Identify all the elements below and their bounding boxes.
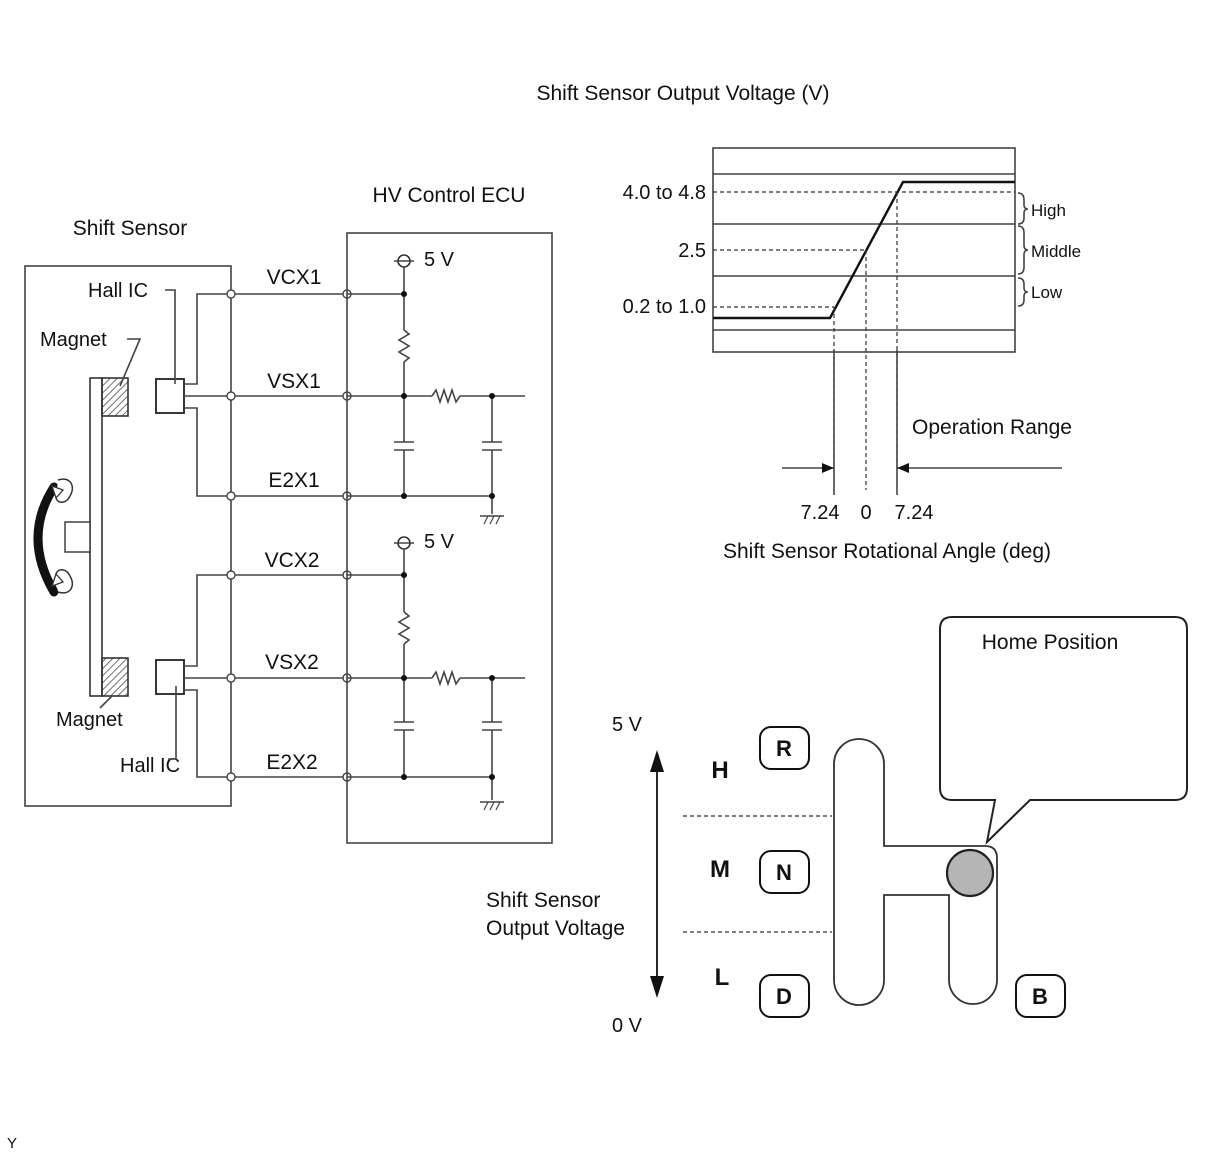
position-n-label: N <box>776 860 792 885</box>
xtick-right: 7.24 <box>895 502 934 524</box>
signal-vcx1: VCX1 <box>267 266 322 289</box>
position-b-label: B <box>1032 984 1048 1009</box>
output-voltage-graph: Shift Sensor Output Voltage (V) 4.0 to 4… <box>537 82 1082 563</box>
shift-gate-diagram: Home Position 5 V 0 V H M L Shift Sensor… <box>486 616 1188 1037</box>
signal-vcx2: VCX2 <box>265 549 320 572</box>
magnet-top-label: Magnet <box>40 329 107 351</box>
zone-m-label: M <box>710 856 730 883</box>
position-r-label: R <box>776 736 792 761</box>
band-brackets <box>1017 192 1029 307</box>
shift-sensor-box <box>24 265 232 807</box>
shift-gate <box>833 738 998 1006</box>
hall-ic-bottom-label: Hall IC <box>120 755 180 777</box>
zone-h-label: H <box>711 757 728 784</box>
voltage-bottom-label: 0 V <box>612 1015 643 1037</box>
supply-2-label: 5 V <box>424 531 455 553</box>
ecu-box <box>346 232 553 844</box>
zone-l-label: L <box>715 964 730 991</box>
shift-sensor-block: Shift Sensor Hall IC Magnet Magnet Hall … <box>24 217 232 807</box>
band-middle: Middle <box>1031 242 1081 261</box>
shift-sensor-title: Shift Sensor <box>73 217 187 240</box>
ytick-high: 4.0 to 4.8 <box>623 182 706 204</box>
position-n-badge: N <box>759 850 810 894</box>
rotation-icon <box>33 478 91 597</box>
home-position-label: Home Position <box>982 631 1119 654</box>
magnet-bottom-label: Magnet <box>56 709 123 731</box>
figure-code: Y <box>7 1135 17 1152</box>
signal-vsx1: VSX1 <box>267 370 321 393</box>
shift-lever-knob <box>945 848 995 898</box>
signal-vsx2: VSX2 <box>265 651 319 674</box>
connector-pins <box>226 289 352 782</box>
band-high: High <box>1031 201 1066 220</box>
axis-label-line2: Output Voltage <box>486 917 625 940</box>
axis-label-line1: Shift Sensor <box>486 889 600 912</box>
operation-range-label: Operation Range <box>912 416 1072 439</box>
hv-control-ecu: HV Control ECU 5 V <box>346 184 553 844</box>
signal-e2x2: E2X2 <box>266 751 317 774</box>
signal-e2x1: E2X1 <box>268 469 319 492</box>
ecu-channel-2: 5 V <box>347 531 525 811</box>
ytick-mid: 2.5 <box>678 240 706 262</box>
band-low: Low <box>1031 283 1063 302</box>
magnet-top <box>101 377 129 417</box>
ytick-low: 0.2 to 1.0 <box>623 296 706 318</box>
ecu-channel-1: 5 V <box>347 249 525 525</box>
xtick-center: 0 <box>860 502 871 524</box>
magnet-bottom <box>101 657 129 697</box>
position-b-badge: B <box>1015 974 1066 1018</box>
graph-title: Shift Sensor Output Voltage (V) <box>537 82 830 105</box>
hall-ic-bottom <box>155 659 185 695</box>
hall-ic-top <box>155 378 185 414</box>
ecu-title: HV Control ECU <box>373 184 526 207</box>
position-d-badge: D <box>759 974 810 1018</box>
graph-xlabel: Shift Sensor Rotational Angle (deg) <box>723 540 1051 563</box>
hall-ic-top-label: Hall IC <box>88 280 148 302</box>
position-r-badge: R <box>759 726 810 770</box>
home-position-callout <box>939 616 1188 845</box>
position-d-label: D <box>776 984 792 1009</box>
rotor-plate <box>89 377 103 697</box>
harness-wires: VCX1 VSX1 E2X1 VCX2 VSX2 E2X2 <box>226 266 352 782</box>
supply-1-label: 5 V <box>424 249 455 271</box>
xtick-left: 7.24 <box>801 502 840 524</box>
voltage-top-label: 5 V <box>612 714 643 736</box>
